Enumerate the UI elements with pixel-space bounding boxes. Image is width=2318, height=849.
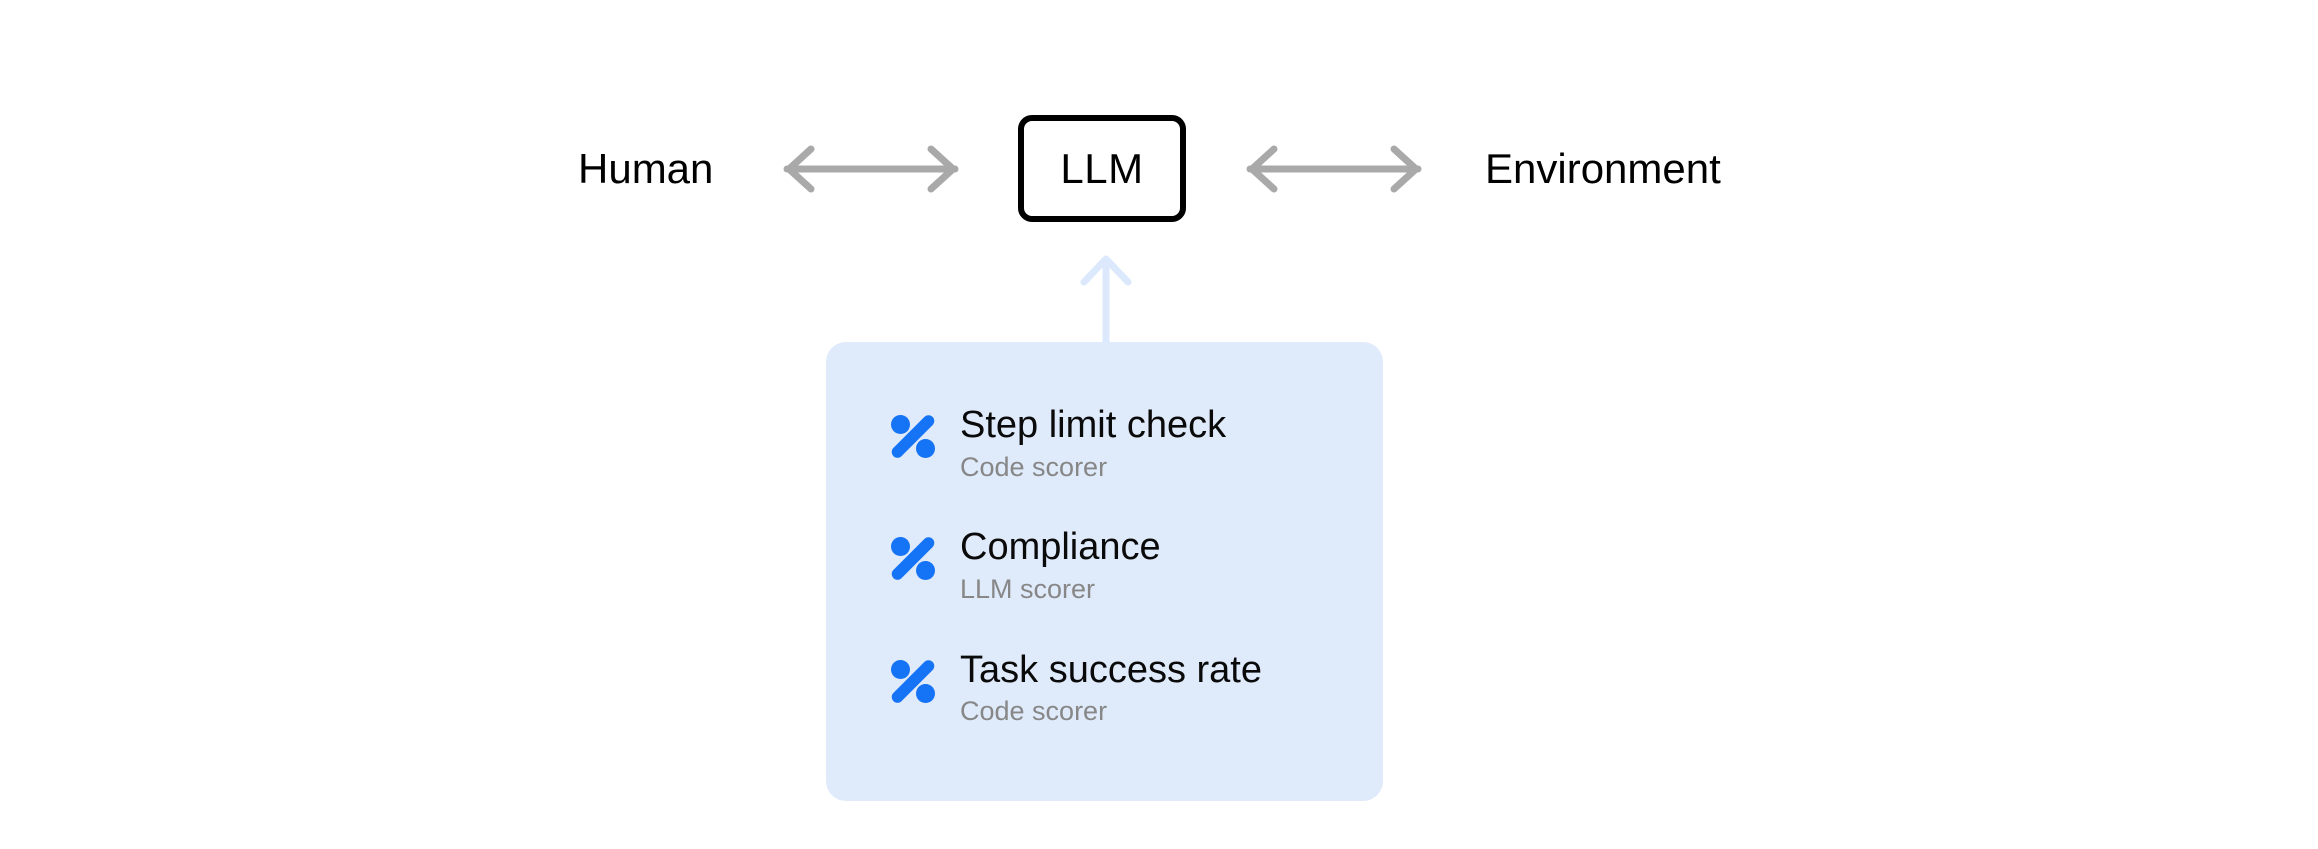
up-arrow-icon-scorers-to-llm (1078, 252, 1134, 350)
node-label-human: Human (578, 145, 714, 192)
percent-icon (885, 530, 941, 586)
node-label-llm: LLM (1060, 144, 1144, 192)
scorer-item-title: Task success rate (960, 648, 1262, 691)
scorer-item-title: Step limit check (960, 404, 1227, 446)
scorer-item-title: Compliance (960, 526, 1161, 569)
node-label-environment: Environment (1485, 145, 1721, 192)
scorer-item-text: Compliance LLM scorer (960, 526, 1161, 606)
scorer-card: Step limit check Code scorer Compliance … (826, 342, 1383, 801)
scorer-item[interactable]: Compliance LLM scorer (885, 526, 1383, 606)
scorer-item[interactable]: Step limit check Code scorer (885, 404, 1383, 484)
scorer-item-subtitle: Code scorer (960, 696, 1108, 727)
double-headed-arrow-icon-llm-environment (1244, 143, 1424, 195)
scorer-item-text: Task success rate Code scorer (960, 649, 1262, 729)
scorer-item-text: Step limit check Code scorer (960, 404, 1226, 484)
scorer-item-subtitle: Code scorer (960, 451, 1108, 482)
scorer-item[interactable]: Task success rate Code scorer (885, 649, 1383, 729)
scorer-item-subtitle: LLM scorer (960, 573, 1096, 604)
percent-icon (885, 653, 941, 709)
percent-icon (885, 408, 941, 464)
double-headed-arrow-icon-human-llm (781, 143, 961, 195)
node-llm: LLM (1018, 115, 1186, 222)
